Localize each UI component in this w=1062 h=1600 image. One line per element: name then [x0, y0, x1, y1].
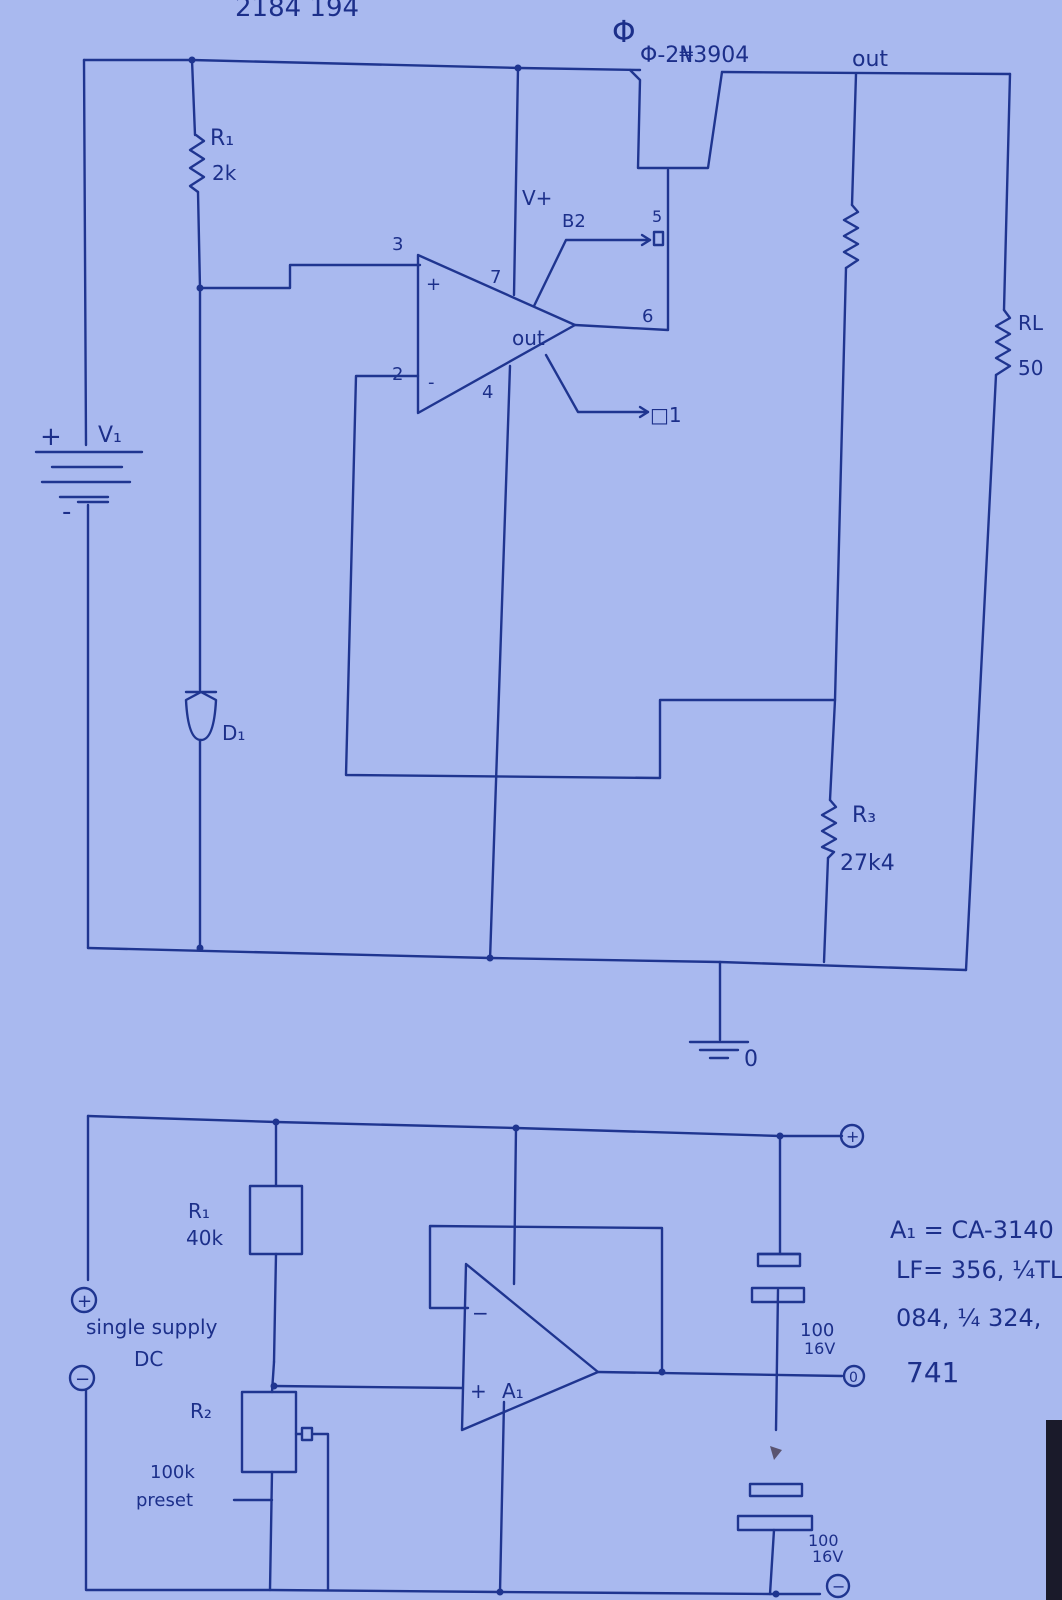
a1-plus: +	[470, 1379, 487, 1403]
preset-wiper	[294, 1426, 330, 1592]
divider-wire	[822, 72, 858, 964]
r1-resistor	[188, 133, 206, 194]
transistor-symbol: Φ	[612, 15, 636, 50]
transistor-q1: Φ Φ-2₦3904	[612, 15, 749, 170]
b-r1-wire	[272, 1120, 278, 1364]
ground-label: 0	[744, 1047, 758, 1072]
ground-symbol	[688, 1040, 750, 1060]
supply-plus: +	[77, 1291, 92, 1312]
a1-noninv-wire	[272, 1384, 464, 1390]
out-label: out	[852, 47, 888, 72]
b-r1-resistor	[248, 1184, 304, 1256]
capacitor-c1	[750, 1252, 806, 1304]
diode-label: D₁	[222, 721, 245, 745]
r1-name: R₁	[210, 126, 234, 151]
terminal-mid-circle	[842, 1364, 866, 1388]
b2-label: B2	[562, 211, 586, 232]
note-line3: 084, ¼ 324,	[896, 1304, 1041, 1332]
battery-minus: -	[62, 497, 71, 527]
top-opamp: 3 + 2 - 7 4 out	[392, 234, 577, 415]
capacitor-c2	[736, 1446, 814, 1532]
pin4-wire	[488, 364, 512, 962]
r3-value: 27k4	[840, 851, 895, 876]
a1-feedback-wire	[428, 1224, 664, 1374]
terminal-plus: +	[846, 1127, 859, 1146]
a1-output-wire	[596, 1370, 844, 1378]
supply-minus-circle	[68, 1364, 96, 1392]
r2-resistor	[842, 203, 860, 270]
pin6-label: 6	[642, 306, 653, 327]
cap2-voltage: 16V	[812, 1547, 843, 1566]
b-r2-type: preset	[136, 1490, 193, 1511]
terminal-mid: 0	[849, 1370, 858, 1386]
b1-label: □1	[650, 403, 682, 427]
cap-column-wire	[768, 1134, 782, 1596]
a1-minus: −	[472, 1301, 489, 1325]
battery-plus: +	[40, 422, 62, 452]
opamp-pin3: 3	[392, 234, 403, 255]
terminal-plus-circle	[839, 1123, 865, 1149]
terminal-minus-circle	[825, 1573, 851, 1599]
battery-label: V₁	[98, 423, 122, 448]
opamp-pin7: 7	[490, 267, 501, 288]
note-line1: A₁ = CA-3140	[890, 1216, 1054, 1244]
pin5-label: 5	[652, 207, 662, 226]
load-wire	[964, 72, 1012, 972]
top-rail-wire	[82, 58, 1012, 76]
supply-line2: DC	[134, 1347, 163, 1371]
opamp-pin4: 4	[482, 382, 493, 403]
b-r2-name: R₂	[190, 1399, 212, 1423]
vplus-label: V+	[522, 186, 552, 210]
b-r1-name: R₁	[188, 1199, 210, 1223]
a1-name: A₁	[502, 1379, 524, 1403]
r1-wire	[190, 58, 202, 950]
feedback-wire	[344, 374, 837, 780]
note-line4: 741	[906, 1356, 959, 1389]
a1-gnd-wire	[498, 1400, 506, 1594]
paper-edge	[1046, 1420, 1062, 1600]
supply-minus: −	[75, 1369, 90, 1390]
ground-rail-wire	[86, 946, 968, 972]
battery-v1: + - V₁	[34, 422, 144, 527]
notes: A₁ = CA-3140 LF= 356, ¼TL 084, ¼ 324, 74…	[890, 1216, 1062, 1389]
b1-wire	[544, 353, 650, 414]
bottom-circuit: R₁ 40k R₂ 100k preset + single supply DC…	[68, 1114, 866, 1599]
battery-wire	[82, 58, 90, 950]
rl-name: RL	[1018, 311, 1044, 335]
opamp-minus: -	[428, 372, 435, 393]
cap1-voltage: 16V	[804, 1339, 835, 1358]
opamp-pin2: 2	[392, 364, 403, 385]
top-circuit: 2184 194 + - V₁ R₁ 2k D₁	[34, 0, 1044, 1072]
opamp-output-wire	[573, 168, 670, 332]
b-r2-value: 100k	[150, 1462, 195, 1483]
rl-resistor	[994, 308, 1012, 377]
b-r2-preset	[240, 1390, 298, 1474]
header-scrawl: 2184 194	[235, 0, 359, 23]
vplus-wire	[512, 66, 520, 297]
r3-resistor	[820, 798, 838, 860]
b-r1-value: 40k	[186, 1226, 223, 1250]
rl-value: 50	[1018, 356, 1043, 380]
b2-wire	[532, 238, 652, 308]
opamp-plus: +	[426, 274, 441, 295]
diode-d1: D₁	[184, 690, 245, 745]
r1-value: 2k	[212, 161, 237, 185]
cap2-value: 100	[808, 1531, 839, 1550]
note-line2: LF= 356, ¼TL	[896, 1256, 1062, 1284]
r3-name: R₃	[852, 803, 876, 828]
bottom-top-rail	[86, 1114, 844, 1138]
supply-left-wire	[84, 1114, 822, 1596]
noninv-input-wire	[198, 263, 422, 290]
terminal-minus: −	[832, 1577, 845, 1596]
supply-plus-circle	[70, 1286, 98, 1314]
cap1-value: 100	[800, 1320, 834, 1341]
transistor-part: Φ-2₦3904	[640, 43, 749, 68]
pin5-box	[652, 230, 665, 247]
supply-line1: single supply	[86, 1315, 218, 1339]
b-r2-wire	[268, 1360, 276, 1592]
opamp-out-text: out	[512, 326, 545, 350]
a1-vplus-wire	[512, 1126, 518, 1286]
bottom-opamp-a1: − + A₁	[460, 1262, 600, 1432]
